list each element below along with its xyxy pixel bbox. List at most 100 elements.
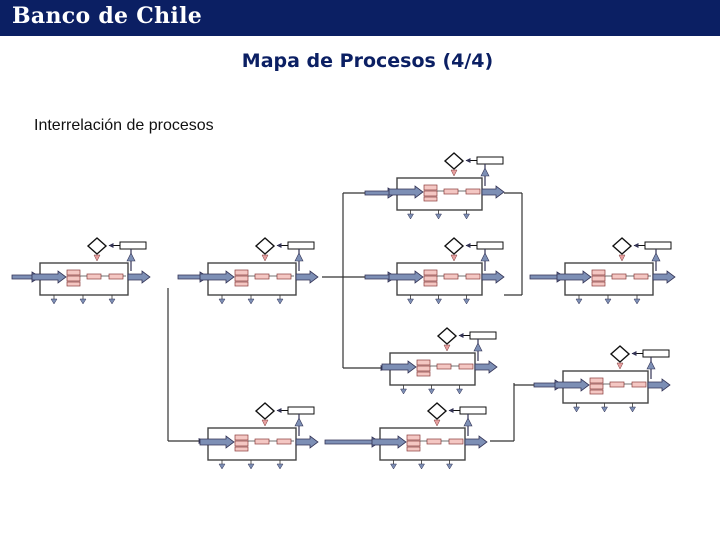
output-arrow xyxy=(400,388,407,395)
exit-arrow xyxy=(474,360,498,374)
entry-arrow xyxy=(556,270,592,284)
subprocess-block xyxy=(589,377,604,384)
output-arrow xyxy=(463,298,470,305)
decision-diamond xyxy=(254,237,276,255)
output-arrow xyxy=(629,406,636,413)
output-arrow xyxy=(50,298,58,305)
entry-arrow xyxy=(388,185,424,199)
subprocess-block xyxy=(423,275,438,282)
subprocess-block xyxy=(611,273,627,280)
subprocess-block xyxy=(254,438,270,445)
decision-diamond xyxy=(86,237,108,255)
output-arrow xyxy=(108,298,116,305)
subprocess-block xyxy=(416,371,431,377)
bank-logo: Banco de Chile xyxy=(12,3,203,29)
control-arrow xyxy=(93,254,101,262)
subprocess-block xyxy=(66,281,81,287)
resource-tag xyxy=(469,331,497,340)
resource-tag xyxy=(287,406,315,415)
subprocess-block xyxy=(406,440,421,447)
output-arrow xyxy=(435,298,442,305)
control-arrow xyxy=(616,362,624,370)
subprocess-block xyxy=(423,196,438,202)
header-bar xyxy=(0,0,720,36)
process-node xyxy=(199,237,319,305)
output-arrow xyxy=(463,213,470,220)
feedback-arrowhead xyxy=(126,252,136,262)
exit-arrow xyxy=(464,435,488,449)
output-arrow xyxy=(604,298,612,305)
subprocess-block xyxy=(589,383,604,390)
resource-tag xyxy=(287,241,315,250)
output-arrow xyxy=(456,388,463,395)
decision-diamond xyxy=(609,345,631,363)
control-arrow xyxy=(261,254,269,262)
subprocess-block xyxy=(591,275,606,282)
output-arrow xyxy=(276,298,284,305)
subprocess-block xyxy=(234,434,249,441)
process-node xyxy=(199,402,319,470)
control-arrow xyxy=(450,254,458,262)
subprocess-block xyxy=(276,273,292,280)
entry-arrow xyxy=(199,270,235,284)
process-node xyxy=(388,237,505,305)
subprocess-block xyxy=(609,381,625,388)
feedback-arrowhead xyxy=(294,252,304,262)
process-node xyxy=(556,237,676,305)
subprocess-block xyxy=(448,438,464,445)
entry-arrow xyxy=(371,435,407,449)
subprocess-block xyxy=(234,281,249,287)
subprocess-block xyxy=(108,273,124,280)
entry-arrow xyxy=(199,435,235,449)
subprocess-block xyxy=(234,269,249,276)
process-node xyxy=(381,327,498,395)
subprocess-block xyxy=(631,381,647,388)
resource-tag xyxy=(476,241,504,250)
output-arrow xyxy=(446,463,453,470)
output-arrow xyxy=(601,406,608,413)
subprocess-block xyxy=(234,446,249,452)
decision-diamond xyxy=(443,152,465,170)
control-arrow xyxy=(443,344,451,352)
exit-arrow xyxy=(481,270,505,284)
entry-arrow xyxy=(388,270,424,284)
decision-diamond xyxy=(443,237,465,255)
feedback-arrowhead xyxy=(651,252,661,262)
control-arrow xyxy=(618,254,626,262)
subprocess-block xyxy=(276,438,292,445)
exit-arrow xyxy=(295,270,319,284)
subprocess-block xyxy=(443,273,459,280)
output-arrow xyxy=(276,463,284,470)
decision-diamond xyxy=(611,237,633,255)
output-arrow xyxy=(575,298,583,305)
process-nodes xyxy=(31,152,676,470)
subprocess-block xyxy=(423,190,438,197)
subprocess-block xyxy=(406,434,421,441)
hub-arrow xyxy=(364,187,397,199)
subprocess-block xyxy=(465,273,481,280)
output-arrow xyxy=(573,406,580,413)
subprocess-block xyxy=(423,184,438,191)
decision-diamond xyxy=(426,402,448,420)
subprocess-block xyxy=(465,188,481,195)
resource-tag xyxy=(476,156,504,165)
subprocess-block xyxy=(458,363,474,370)
control-arrow xyxy=(450,169,458,177)
subprocess-block xyxy=(591,269,606,276)
output-arrow xyxy=(218,463,226,470)
process-node xyxy=(371,402,488,470)
output-arrow xyxy=(418,463,425,470)
subprocess-block xyxy=(254,273,270,280)
output-arrow xyxy=(79,298,87,305)
process-node xyxy=(554,345,671,413)
feedback-arrowhead xyxy=(646,360,656,370)
exit-arrow xyxy=(481,185,505,199)
exit-arrow xyxy=(127,270,151,284)
exit-arrow xyxy=(295,435,319,449)
resource-tag xyxy=(642,349,670,358)
subprocess-block xyxy=(423,269,438,276)
subprocess-block xyxy=(633,273,649,280)
section-subtitle: Interrelación de procesos xyxy=(34,117,214,134)
subprocess-block xyxy=(86,273,102,280)
